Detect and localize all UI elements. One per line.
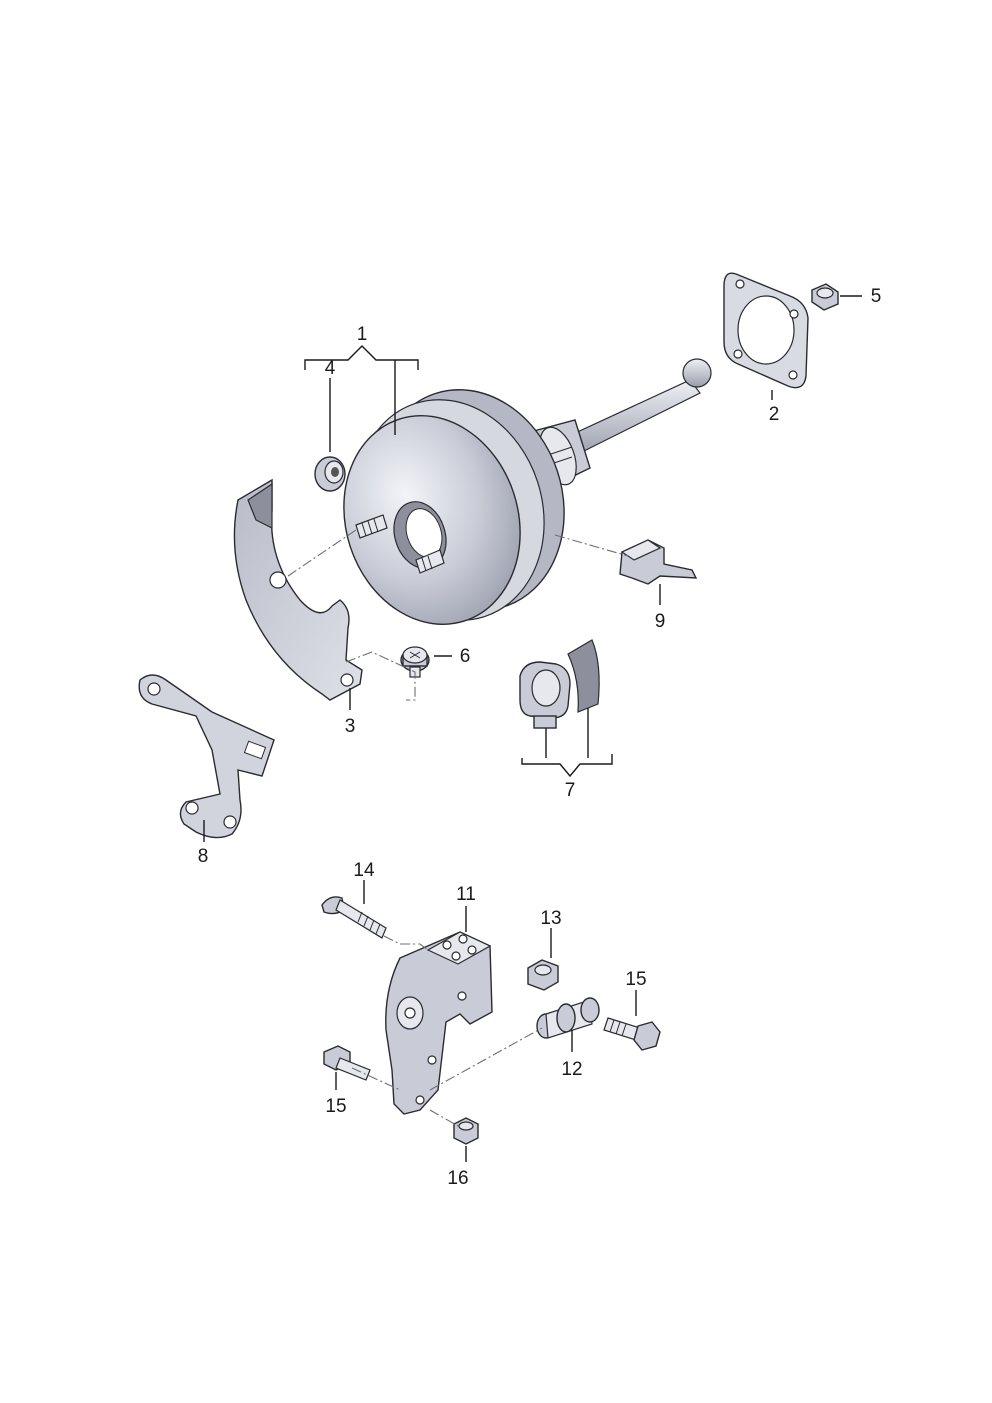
gasket [723, 272, 809, 389]
bolt-15-right [603, 1017, 661, 1051]
bracket-11 [385, 931, 493, 1115]
callout-11: 11 [456, 884, 476, 905]
vacuum-sensor [519, 661, 571, 729]
callout-6: 6 [460, 646, 471, 667]
sensor-seal [567, 639, 600, 713]
callout-labels: 1 2 3 4 5 6 7 8 9 11 12 13 14 15 15 16 [198, 286, 882, 1189]
callout-5: 5 [871, 286, 882, 307]
bracket-8 [138, 674, 275, 839]
callout-13: 13 [540, 908, 561, 929]
callout-15-right: 15 [625, 969, 646, 990]
callout-12: 12 [561, 1059, 582, 1080]
callout-1: 1 [357, 324, 368, 345]
callout-4: 4 [325, 358, 336, 379]
assembly-lines [287, 529, 629, 1127]
heat-shield [233, 478, 363, 701]
nut-4 [314, 456, 346, 492]
bolt-14 [321, 896, 387, 939]
callout-15-left: 15 [325, 1096, 346, 1117]
bolt-15-left [323, 1045, 371, 1081]
callout-7: 7 [565, 780, 576, 801]
callout-3: 3 [345, 716, 356, 737]
callout-9: 9 [655, 611, 666, 632]
callout-14: 14 [353, 860, 375, 881]
callout-8: 8 [198, 846, 209, 867]
brake-booster [343, 358, 712, 625]
nut-5 [811, 283, 839, 311]
booster-stud-lower [415, 549, 445, 574]
leader-lines [203, 295, 862, 1162]
nut-16 [453, 1117, 479, 1145]
callout-16: 16 [447, 1168, 468, 1189]
screw-6 [400, 646, 430, 678]
callout-2: 2 [769, 404, 780, 425]
nut-13 [527, 959, 559, 991]
booster-stud-upper [355, 514, 388, 539]
clip-9 [619, 539, 698, 585]
bushing-12 [536, 997, 600, 1039]
